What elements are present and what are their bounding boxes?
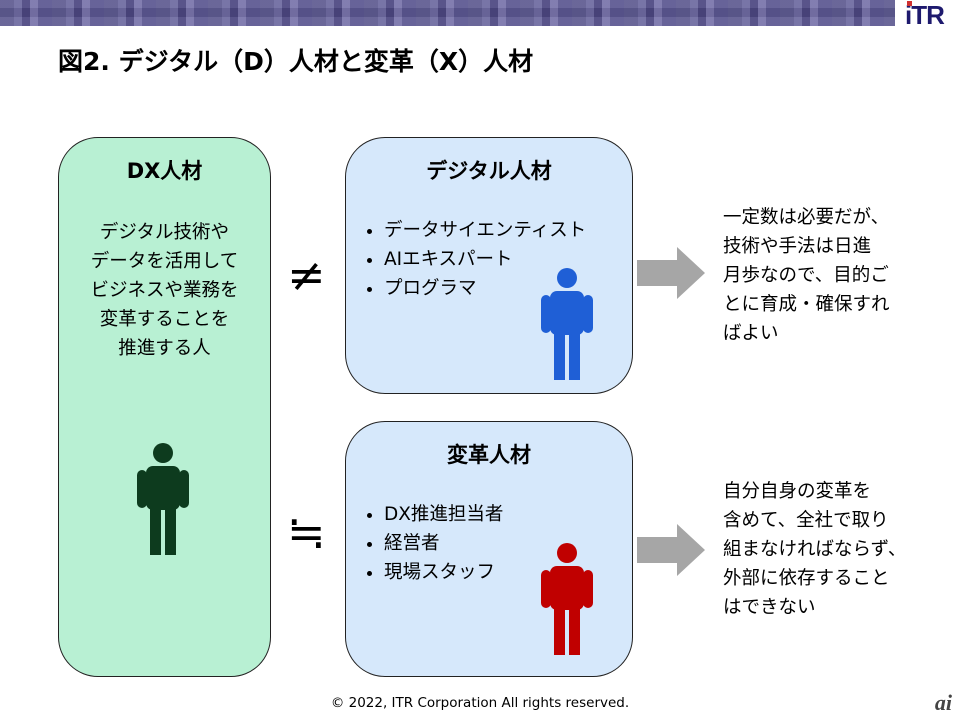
dx-talent-box: DX人材 デジタル技術や データを活用して ビジネスや業務を 変革することを 推… (58, 137, 271, 677)
dx-description: デジタル技術や データを活用して ビジネスや業務を 変革することを 推進する人 (59, 218, 270, 363)
approx-equal-symbol: ≒ (287, 505, 326, 559)
transform-list: DX推進担当者 経営者 現場スタッフ (366, 500, 503, 587)
arrow-right-icon (637, 247, 705, 299)
desc-line: デジタル技術や (99, 222, 230, 243)
itr-logo: iTR (905, 0, 945, 31)
list-item: AIエキスパート (384, 245, 586, 274)
person-icon-dx (137, 443, 189, 555)
person-icon-digital (541, 268, 593, 380)
list-item: DX推進担当者 (384, 500, 503, 529)
desc-line: 変革することを (99, 309, 230, 330)
digital-list: データサイエンティスト AIエキスパート プログラマ (366, 216, 586, 303)
list-item: プログラマ (384, 274, 586, 303)
list-item: 現場スタッフ (384, 558, 503, 587)
transform-heading: 変革人材 (447, 443, 531, 467)
digital-heading: デジタル人材 (426, 159, 552, 183)
watermark-logo: ai (934, 690, 952, 715)
arrow-right-icon (637, 524, 705, 576)
desc-line: データを活用して (90, 251, 239, 272)
desc-line: ビジネスや業務を (90, 280, 239, 301)
transform-talent-box: 変革人材 DX推進担当者 経営者 現場スタッフ (345, 421, 633, 677)
header-banner (0, 0, 895, 26)
desc-line: 推進する人 (118, 338, 211, 359)
list-item: データサイエンティスト (384, 216, 586, 245)
note-line: 技術や手法は日進 (723, 236, 872, 257)
copyright: © 2022, ITR Corporation All rights reser… (330, 695, 630, 711)
digital-talent-box: デジタル人材 データサイエンティスト AIエキスパート プログラマ (345, 137, 633, 394)
note-line: ばよい (723, 323, 779, 344)
note-line: 組まなければならず、 (723, 539, 907, 560)
list-item: 経営者 (384, 529, 503, 558)
note-line: 含めて、全社で取り (723, 510, 889, 531)
digital-note: 一定数は必要だが、 技術や手法は日進 月歩なので、目的ご とに育成・確保すれ ば… (723, 203, 890, 348)
person-icon-transform (541, 543, 593, 655)
note-line: はできない (723, 597, 816, 618)
note-line: とに育成・確保すれ (723, 294, 890, 315)
note-line: 外部に依存すること (723, 568, 890, 589)
transform-note: 自分自身の変革を 含めて、全社で取り 組まなければならず、 外部に依存すること … (723, 477, 906, 622)
not-equal-symbol: ≠ (287, 248, 326, 302)
dx-heading: DX人材 (126, 159, 203, 183)
note-line: 月歩なので、目的ご (723, 265, 889, 286)
note-line: 自分自身の変革を (723, 481, 872, 502)
page-title: 図2. デジタル（D）人材と変革（X）人材 (58, 47, 534, 76)
note-line: 一定数は必要だが、 (723, 207, 890, 228)
